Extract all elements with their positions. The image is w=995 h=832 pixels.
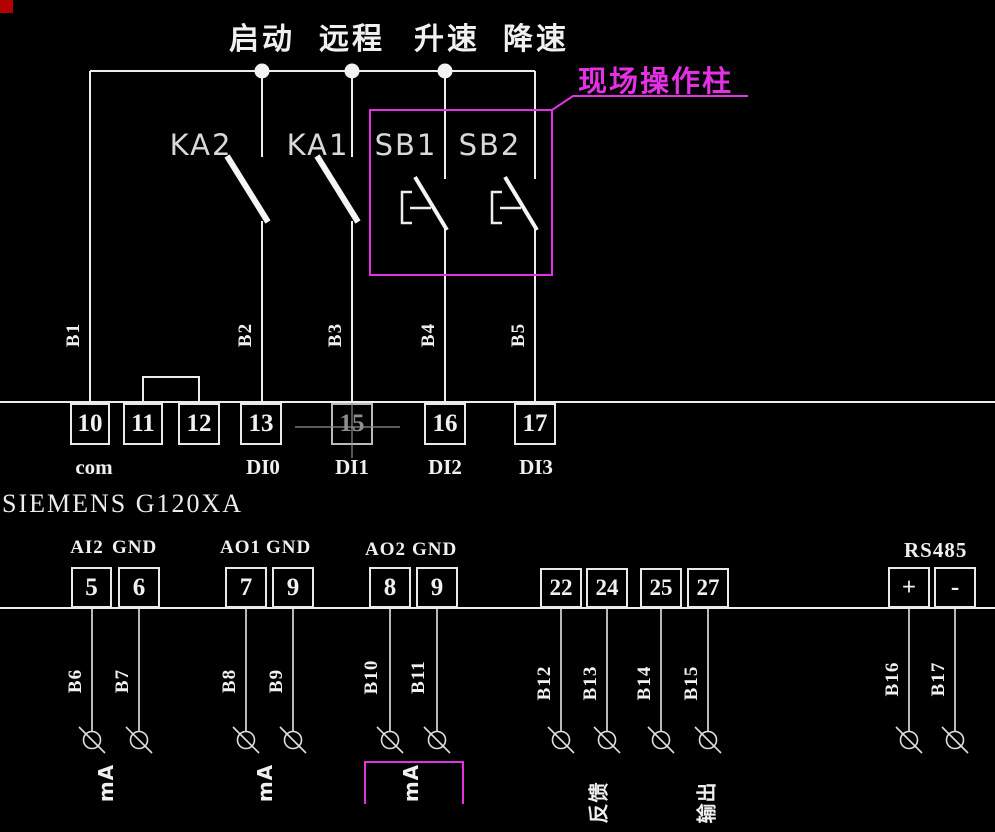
connector-circle-icon xyxy=(376,726,404,754)
contact-blades xyxy=(224,154,539,232)
terminal-16: 16 xyxy=(424,403,466,445)
wire-label-b14: B14 xyxy=(634,665,655,701)
terminal-9a: 9 xyxy=(272,567,314,608)
operator-station-box xyxy=(369,109,553,276)
port-label-gnd-1: GND xyxy=(112,537,158,558)
ka1-blade xyxy=(314,154,361,224)
port-label-gnd-2: GND xyxy=(266,537,312,558)
schematic-linework xyxy=(0,63,995,804)
wire-label-b6: B6 xyxy=(65,668,86,694)
label-speed-down: 降速 xyxy=(503,22,569,57)
sb1-blade xyxy=(413,175,449,232)
wire-end-connectors xyxy=(78,726,969,754)
device-name: SIEMENS G120XA xyxy=(2,489,244,518)
terminal-24: 24 xyxy=(586,568,628,608)
connector-circle-icon xyxy=(895,726,923,754)
label-di0: DI0 xyxy=(246,455,280,479)
contact-label-sb2: SB2 xyxy=(458,128,522,162)
callout-leader-line xyxy=(551,95,748,111)
connector-circle-icon xyxy=(125,726,153,754)
wire-label-b17: B17 xyxy=(928,661,949,697)
drive-body-outline xyxy=(0,376,995,609)
terminal-22: 22 xyxy=(540,568,582,608)
connector-circle-icon xyxy=(694,726,722,754)
contact-label-ka2: KA2 xyxy=(169,128,233,162)
terminal-rs485-plus: + xyxy=(888,567,930,608)
callout-operator-station: 现场操作柱 xyxy=(578,64,734,98)
wire-label-b9: B9 xyxy=(266,668,287,694)
connector-circle-icon xyxy=(78,726,106,754)
label-remote: 远程 xyxy=(319,22,385,57)
label-com: com xyxy=(75,455,113,479)
terminal-5: 5 xyxy=(71,567,112,608)
connector-circle-icon xyxy=(941,726,969,754)
port-label-ao1: AO1 xyxy=(220,537,261,558)
connector-circle-icon xyxy=(423,726,451,754)
pushbutton-actuators xyxy=(400,190,521,225)
sb1-actuator-icon xyxy=(400,190,412,225)
terminal-12: 12 xyxy=(178,403,220,445)
label-speed-up: 升速 xyxy=(414,22,480,57)
wire-label-b3: B3 xyxy=(325,322,346,348)
bottom-wires xyxy=(91,608,956,731)
contact-label-ka1: KA1 xyxy=(286,128,350,162)
note-ma-1: mA xyxy=(94,763,118,803)
terminal-27: 27 xyxy=(687,568,729,608)
highlight-annotations xyxy=(364,95,748,804)
wire-label-b10: B10 xyxy=(361,659,382,695)
terminal-6: 6 xyxy=(118,567,160,608)
connector-circle-icon xyxy=(593,726,621,754)
wire-label-b1: B1 xyxy=(63,322,84,348)
terminal-10: 10 xyxy=(70,403,110,445)
label-di2: DI2 xyxy=(428,455,462,479)
wire-label-b13: B13 xyxy=(580,665,601,701)
terminal-9b: 9 xyxy=(416,567,458,608)
port-label-rs485: RS485 xyxy=(904,538,968,562)
wire-label-b7: B7 xyxy=(112,668,133,694)
terminal-rs485-minus: - xyxy=(934,567,976,608)
junction-dots xyxy=(254,63,453,79)
wire-label-b4: B4 xyxy=(418,322,439,348)
connector-circle-icon xyxy=(279,726,307,754)
connector-circle-icon xyxy=(647,726,675,754)
wire-label-b12: B12 xyxy=(534,665,555,701)
terminal-15-selected[interactable]: 15 xyxy=(331,403,373,445)
terminal-13: 13 xyxy=(240,403,282,445)
terminal-8: 8 xyxy=(369,567,411,608)
note-ma-3: mA xyxy=(399,763,423,803)
terminal-7: 7 xyxy=(225,567,267,608)
wire-label-b15: B15 xyxy=(681,665,702,701)
sb2-actuator-icon xyxy=(490,190,502,225)
port-label-ai2: AI2 xyxy=(70,537,104,558)
note-feedback: 反馈 xyxy=(586,781,611,824)
contact-label-sb1: SB1 xyxy=(374,128,438,162)
note-output: 输出 xyxy=(694,781,719,824)
jumper-11-12 xyxy=(142,376,200,402)
terminal-11: 11 xyxy=(123,403,163,445)
connector-circle-icon xyxy=(232,726,260,754)
label-di1: DI1 xyxy=(335,455,369,479)
bottom-highlight-box xyxy=(364,761,464,804)
red-square-marker xyxy=(0,0,13,13)
wire-label-b8: B8 xyxy=(219,668,240,694)
terminal-17: 17 xyxy=(514,403,556,445)
label-start: 启动 xyxy=(229,22,295,57)
wire-label-b16: B16 xyxy=(882,661,903,697)
port-label-gnd-3: GND xyxy=(412,539,458,560)
sb2-blade xyxy=(503,175,539,232)
label-di3: DI3 xyxy=(519,455,553,479)
wire-label-b2: B2 xyxy=(235,322,256,348)
control-bus xyxy=(89,70,536,403)
wire-label-b5: B5 xyxy=(508,322,529,348)
wire-label-b11: B11 xyxy=(408,660,429,694)
ka2-blade xyxy=(224,154,271,224)
note-ma-2: mA xyxy=(253,763,277,803)
port-label-ao2: AO2 xyxy=(365,539,406,560)
terminal-25: 25 xyxy=(640,568,682,608)
connector-circle-icon xyxy=(547,726,575,754)
